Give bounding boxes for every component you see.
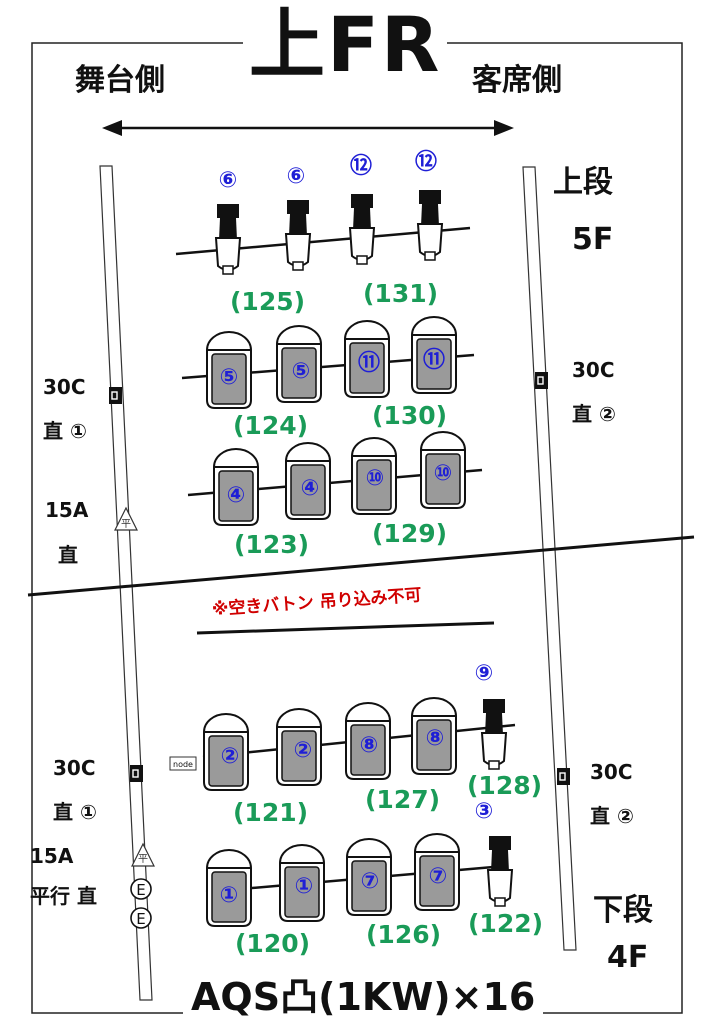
fixtures: ⑥ ⑥ ⑫ ⑫ ⑤ ⑤ ⑪ ⑪ ④ ④ ⑩ ⑩ ② ② ⑧ ⑧ ⑨ ① ① ⑦ ⑦ ③ bbox=[203, 149, 514, 927]
channel-number: ⑤ bbox=[292, 359, 311, 384]
dimmer-box bbox=[557, 768, 570, 785]
circuit-15a-label: 15A bbox=[30, 844, 74, 868]
flood-fixture bbox=[206, 331, 252, 409]
circuit-15a-label: 15A bbox=[45, 498, 89, 522]
channel-number: ② bbox=[294, 738, 313, 763]
flood-fixture bbox=[420, 431, 466, 509]
profile-spot-fixture bbox=[486, 836, 514, 907]
dimmer-number: (125) bbox=[230, 287, 306, 316]
circuit-30c-label: 30C bbox=[53, 756, 96, 780]
channel-number: ③ bbox=[475, 799, 494, 824]
flood-fixture bbox=[276, 325, 322, 403]
dimmer-number: (123) bbox=[234, 530, 310, 559]
flood-fixture bbox=[345, 702, 391, 780]
flood-fixture bbox=[279, 844, 325, 922]
flood-fixture bbox=[414, 833, 460, 911]
audience-side-label: 客席側 bbox=[472, 63, 562, 98]
profile-spot-fixture bbox=[480, 699, 508, 770]
dimmer-box bbox=[109, 387, 122, 404]
dimmer-number: (122) bbox=[468, 909, 544, 938]
channel-number: ① bbox=[220, 883, 239, 908]
channel-number: ⑧ bbox=[360, 733, 379, 758]
profile-spot-fixture bbox=[214, 204, 242, 275]
page-title: 上FR bbox=[243, 0, 448, 90]
circuit-30c-label: 30C bbox=[590, 760, 633, 784]
empty-batten-line bbox=[196, 621, 495, 635]
channel-number: ⑫ bbox=[350, 153, 372, 179]
fixture-summary: AQS凸(1KW)×16 bbox=[183, 972, 544, 1022]
flood-fixture bbox=[351, 437, 397, 515]
dimmer-number: (130) bbox=[372, 401, 448, 430]
circuit-30c-sub: 直 ① bbox=[43, 419, 87, 443]
dimmer-number: (128) bbox=[467, 771, 543, 800]
direction-arrow bbox=[102, 120, 514, 136]
lower-level-floor: 4F bbox=[607, 940, 649, 975]
channel-number: ⑧ bbox=[426, 726, 445, 751]
flood-fixture bbox=[203, 713, 249, 791]
flood-fixture bbox=[346, 838, 392, 916]
channel-number: ⑩ bbox=[366, 466, 385, 491]
svg-text:E: E bbox=[136, 881, 145, 899]
earth-symbol: E bbox=[130, 878, 152, 900]
dimmer-number: (131) bbox=[363, 279, 439, 308]
flood-fixture bbox=[344, 320, 390, 398]
lower-level-label: 下段 bbox=[593, 893, 653, 928]
upper-level-label: 上段 bbox=[553, 165, 613, 200]
circuit-30c-sub: 直 ② bbox=[572, 402, 616, 426]
flood-fixture bbox=[285, 442, 331, 520]
channel-number: ⑤ bbox=[220, 365, 239, 390]
channel-number: ⑨ bbox=[475, 661, 494, 686]
flat-symbol: 平 bbox=[121, 519, 131, 530]
channel-number: ④ bbox=[227, 483, 246, 508]
circuit-30c-sub: 直 ① bbox=[53, 800, 97, 824]
channel-number: ① bbox=[295, 874, 314, 899]
circuit-30c-sub: 直 ② bbox=[590, 804, 634, 828]
circuit-30c-label: 30C bbox=[43, 375, 86, 399]
profile-spot-fixture bbox=[284, 200, 312, 271]
dimmer-number: (126) bbox=[366, 920, 442, 949]
dimmer-number: (124) bbox=[233, 411, 309, 440]
dimmer-number: (121) bbox=[233, 798, 309, 827]
dimmer-box bbox=[535, 372, 548, 389]
channel-number: ② bbox=[221, 744, 240, 769]
channel-number: ⑪ bbox=[423, 347, 445, 373]
flood-fixture bbox=[206, 849, 252, 927]
profile-spot-fixture bbox=[348, 194, 376, 265]
dimmer-number: (129) bbox=[372, 519, 448, 548]
channel-number: ⑫ bbox=[415, 149, 437, 175]
upper-level-floor: 5F bbox=[572, 222, 614, 257]
flat-outlet-triangle: 平 bbox=[131, 842, 155, 867]
channel-number: ⑩ bbox=[434, 461, 453, 486]
svg-text:E: E bbox=[136, 910, 145, 928]
channel-number: ⑪ bbox=[358, 350, 380, 376]
stage-side-label: 舞台側 bbox=[75, 63, 165, 98]
earth-symbol: E bbox=[130, 907, 152, 929]
right-pipe bbox=[522, 166, 577, 951]
channel-number: ⑦ bbox=[361, 869, 380, 894]
circuit-15a-sub: 直 bbox=[58, 543, 78, 567]
circuit-15a-sub: 平行 直 bbox=[30, 884, 97, 908]
left-pipe bbox=[99, 165, 153, 1001]
flood-fixture bbox=[213, 448, 259, 526]
flood-fixture bbox=[411, 697, 457, 775]
dimmer-number: (127) bbox=[365, 785, 441, 814]
flat-outlet-triangle: 平 bbox=[114, 506, 138, 531]
channel-number: ⑥ bbox=[219, 168, 238, 193]
circuit-30c-label: 30C bbox=[572, 358, 615, 382]
level-divider bbox=[27, 535, 695, 597]
flood-fixture bbox=[276, 708, 322, 786]
channel-number: ⑦ bbox=[429, 864, 448, 889]
channel-number: ④ bbox=[301, 476, 320, 501]
flat-symbol: 平 bbox=[138, 854, 148, 865]
profile-spot-fixture bbox=[416, 190, 444, 261]
flood-fixture bbox=[411, 316, 457, 394]
channel-number: ⑥ bbox=[287, 164, 306, 189]
dimmer-box bbox=[130, 765, 143, 782]
dimmer-number: (120) bbox=[235, 929, 311, 958]
svg-text:node: node bbox=[173, 760, 193, 769]
node-box: node bbox=[169, 756, 197, 771]
